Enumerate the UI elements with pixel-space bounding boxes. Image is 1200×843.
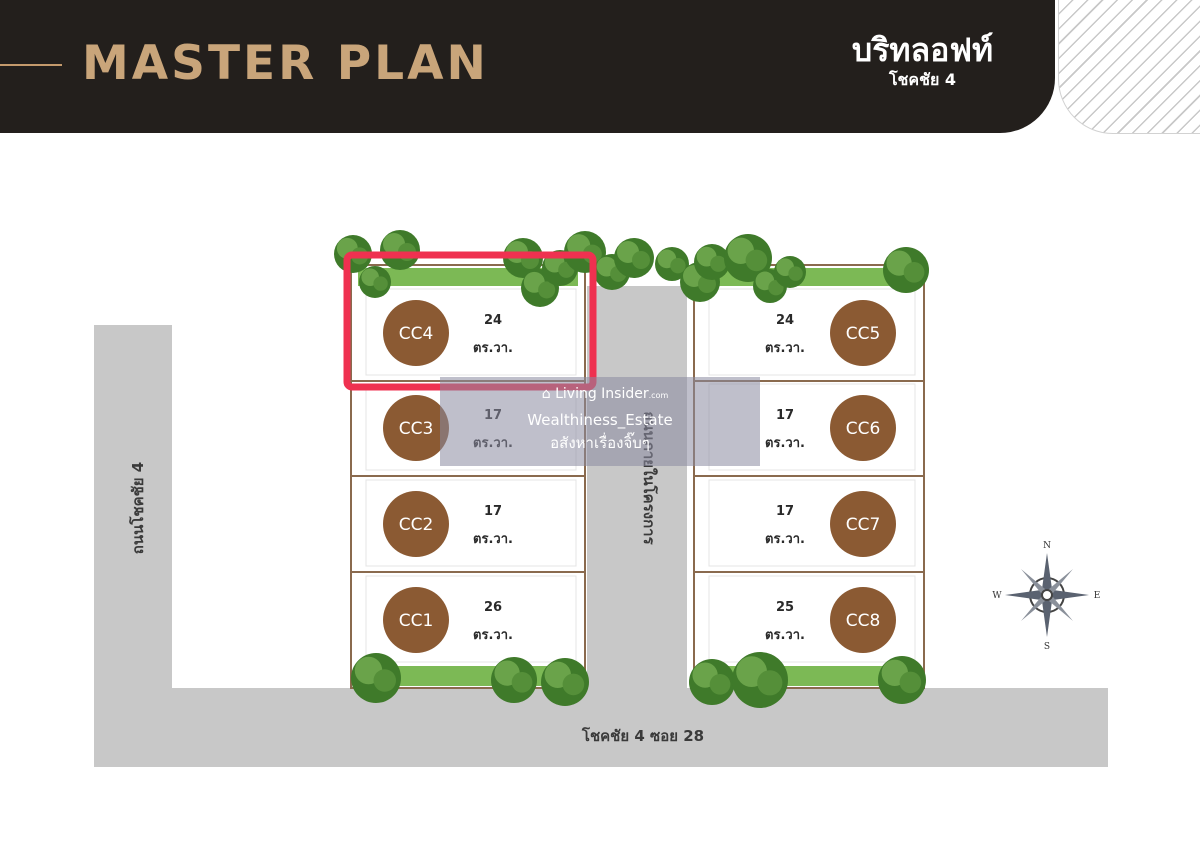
plot-id-label: CC7 [846,515,881,535]
plot-cc7: CC7 17 ตร.วา. [695,479,923,573]
plot-id-label: CC3 [399,419,434,439]
plot-area-unit: ตร.วา. [473,628,513,643]
brand-subtitle: โชคชัย 4 [888,70,957,89]
tree-icon [724,234,772,282]
plot-cc8: CC8 25 ตร.วา. [708,575,916,663]
plot-area-value: 26 [484,600,502,615]
plot-badge [383,491,449,557]
plot-area-unit: ตร.วา. [765,532,805,547]
plot-cc5: CC5 24 ตร.วา. [695,288,923,382]
plot-area-value: 24 [776,313,794,328]
tree-icon [359,266,391,298]
watermark-line-2: อสังหาเรื่องจิ๊บๆ [550,434,650,452]
plot-area-value: 17 [484,504,502,519]
plot-id-label: CC6 [846,419,881,439]
road-internal [587,286,687,688]
road-bottom [94,688,1108,767]
plot-cc2: CC2 17 ตร.วา. [352,479,584,573]
watermark-line-1: Wealthiness_Estate [527,411,673,429]
tree-icon [774,256,806,288]
tree-icon [694,244,730,280]
header-rule [0,64,62,66]
watermark-brand-suffix: .com [648,391,669,400]
tree-icon [689,659,735,705]
plot-id-label: CC5 [846,324,881,344]
compass-east: E [1094,591,1101,601]
house-icon: ⌂ [541,386,551,402]
plot-area-value: 24 [484,313,502,328]
watermark-brand-name: Living Insider [555,386,649,402]
plot-id-label: CC2 [399,515,434,535]
tree-icon [883,247,929,293]
tree-icon [351,653,401,703]
brand-name: บริทลอฟท์ [851,31,994,69]
trees-layer [334,230,929,708]
tree-icon [655,247,689,281]
compass-icon [1005,553,1089,637]
plot-badge [830,300,896,366]
compass-south: S [1044,642,1050,652]
tree-icon [380,230,420,270]
tree-icon [878,656,926,704]
plot-area-value: 17 [776,504,794,519]
plot-badge [383,587,449,653]
plot-area-unit: ตร.วา. [765,628,805,643]
plot-badge [830,491,896,557]
hatch-decoration [1058,0,1200,134]
plot-area-value: 25 [776,600,794,615]
watermark-brand: ⌂ Living Insider.com [535,385,675,405]
plot-badge [830,587,896,653]
page-title: MASTER PLAN [82,36,489,91]
tree-icon [491,657,537,703]
plot-area-unit: ตร.วา. [473,532,513,547]
plot-badge [383,300,449,366]
plot-id-label: CC1 [399,611,434,631]
plot-badge [830,395,896,461]
plot-id-label: CC8 [846,611,881,631]
plot-badge [383,395,449,461]
tree-icon [541,658,589,706]
plot-area-unit: ตร.วา. [473,341,513,356]
plot-id-label: CC4 [399,324,434,344]
header-banner: MASTER PLAN บริทลอฟท์ โชคชัย 4 [0,0,1055,133]
watermark-box [440,377,760,466]
plot-area-value: 17 [776,408,794,423]
tree-icon [614,238,654,278]
compass-north: N [1043,541,1051,551]
plot-area-unit: ตร.วา. [765,341,805,356]
road-label-left: ถนนโชคชัย 4 [128,462,147,555]
road-label-bottom: โชคชัย 4 ซอย 28 [581,726,704,745]
plots-layer: CC4 24 ตร.วา. CC3 17 ตร.วา. CC2 17 ตร.วา. CC1 26 ตร… [352,288,923,663]
tree-icon [732,652,788,708]
plot-cc1: CC1 26 ตร.วา. [365,575,577,663]
brand-logo: บริทลอฟท์ โชคชัย 4 [820,30,1025,90]
plot-area-unit: ตร.วา. [765,436,805,451]
compass-west: W [992,591,1002,601]
